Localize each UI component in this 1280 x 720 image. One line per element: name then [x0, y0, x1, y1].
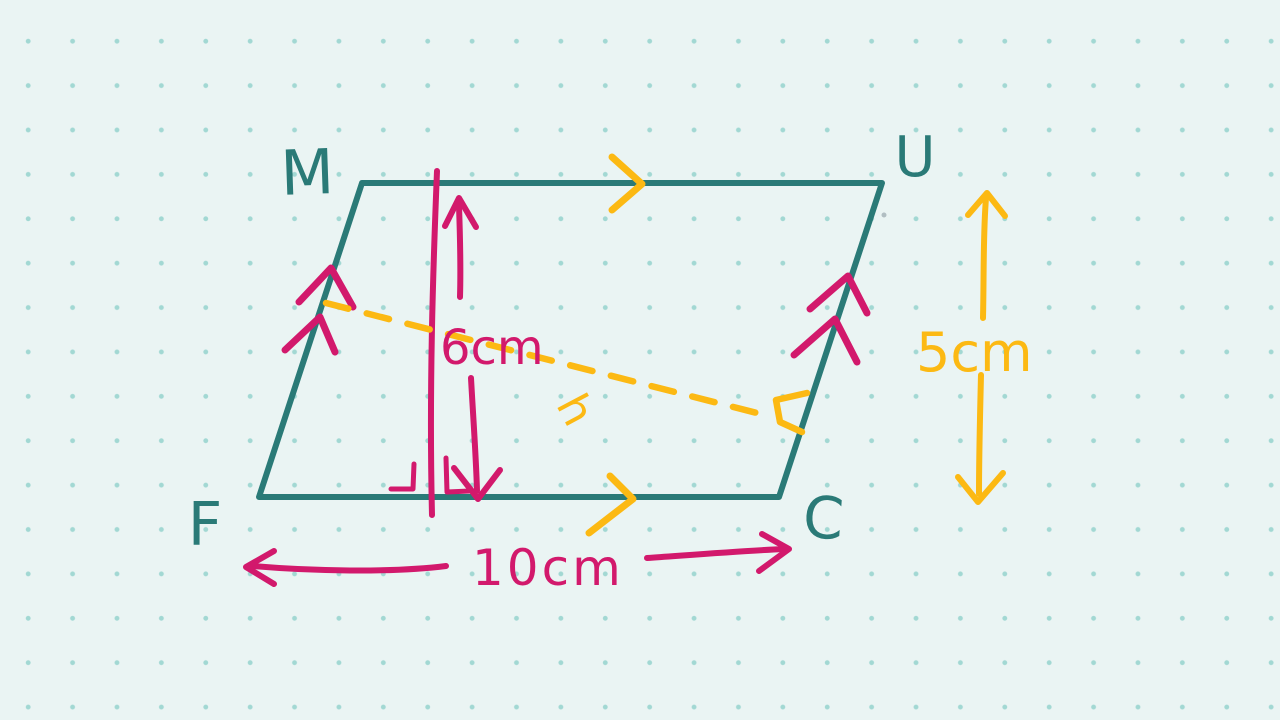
- side-arrow-lower-shaft: [976, 372, 984, 497]
- parallelogram-outline: [256, 180, 885, 500]
- parallel-mark-top-icon: [608, 153, 646, 214]
- height-arrow-up-shaft: [456, 203, 464, 300]
- height-measurement-label: 6cm: [440, 320, 544, 376]
- height-arrow-up-head-icon: [442, 195, 479, 230]
- height-arrow-down-shaft: [468, 375, 480, 494]
- right-angle-mark-right-icon: [443, 455, 473, 495]
- parallel-mark-left-2-icon: [281, 313, 339, 356]
- parallel-mark-right-1-icon: [806, 272, 871, 317]
- side-arrow-up-head-icon: [965, 190, 1008, 219]
- base-arrow-left-shaft: [249, 563, 449, 574]
- height-line: [427, 168, 440, 518]
- side-measurement-label: 5cm: [916, 321, 1033, 384]
- base-arrow-right-shaft: [644, 546, 787, 561]
- vertex-label-m: M: [279, 135, 335, 210]
- parallel-mark-right-2-icon: [790, 315, 861, 366]
- pen-speck: [881, 212, 887, 218]
- base-measurement-label: 10cm: [472, 539, 624, 597]
- right-angle-bracket-icon: [772, 389, 811, 436]
- parallel-mark-left-1-icon: [295, 264, 357, 311]
- parallel-mark-bottom-icon: [585, 472, 637, 537]
- height-arrow-down-head-icon: [451, 465, 503, 502]
- vertex-label-u: U: [895, 125, 936, 190]
- height-symbol-label: h: [546, 386, 604, 435]
- right-angle-mark-left-icon: [388, 461, 417, 492]
- base-arrow-right-head-icon: [756, 531, 792, 574]
- side-arrow-upper-shaft: [980, 195, 989, 321]
- vertex-label-f: F: [188, 490, 223, 560]
- side-arrow-down-head-icon: [955, 470, 1006, 505]
- vertex-label-c: C: [801, 483, 846, 554]
- dashed-height-line: [322, 299, 761, 417]
- base-arrow-left-head-icon: [243, 548, 277, 587]
